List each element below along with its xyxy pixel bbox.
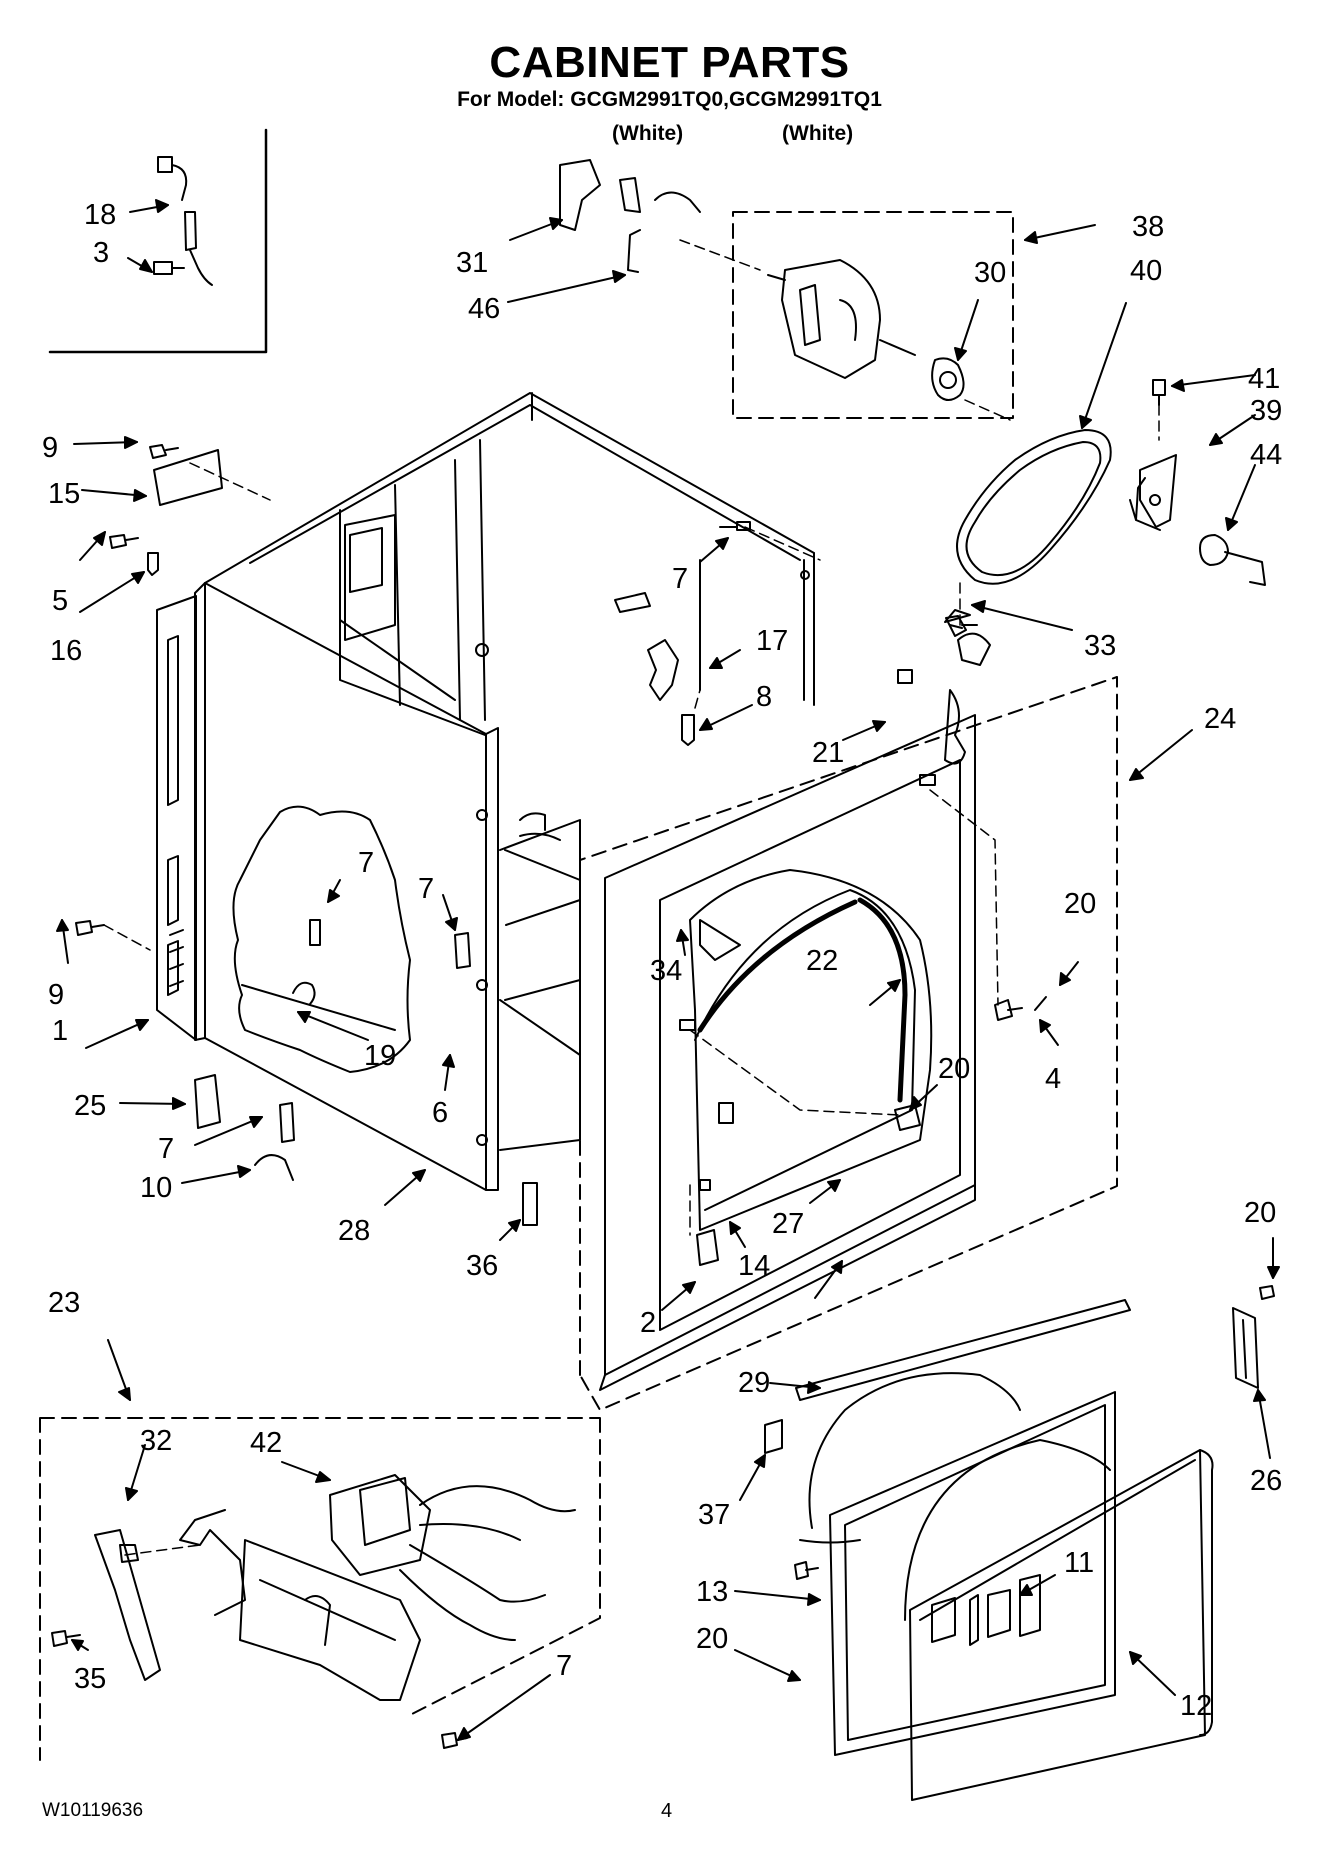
callout-4: 4 — [1045, 1063, 1061, 1095]
door-assembly — [764, 1299, 1259, 1801]
callout-20-front: 20 — [938, 1053, 970, 1085]
callout-29: 29 — [738, 1367, 770, 1399]
alignment-lines — [103, 239, 1160, 1556]
callout-32: 32 — [140, 1425, 172, 1457]
model-subtitle: For Model: GCGM2991TQ0,GCGM2991TQ1 — [457, 88, 882, 111]
callout-25: 25 — [74, 1090, 106, 1122]
callout-9-left: 9 — [48, 979, 64, 1011]
document-code: W10119636 — [42, 1800, 144, 1821]
callout-9-top: 9 — [42, 432, 58, 464]
callout-5: 5 — [52, 585, 68, 617]
cabinet-body — [156, 392, 815, 1191]
callout-21: 21 — [812, 737, 844, 769]
callout-44: 44 — [1250, 439, 1282, 471]
callout-30: 30 — [974, 257, 1006, 289]
callout-23: 23 — [48, 1287, 80, 1319]
callout-7-cutaway: 7 — [358, 847, 374, 879]
callout-36: 36 — [466, 1250, 498, 1282]
callout-3: 3 — [93, 237, 109, 269]
callout-7-base: 7 — [158, 1133, 174, 1165]
callout-24: 24 — [1204, 703, 1236, 735]
callout-27: 27 — [772, 1208, 804, 1240]
motor-assembly — [732, 211, 1014, 419]
callout-12: 12 — [1180, 1690, 1212, 1722]
callout-13: 13 — [696, 1576, 728, 1608]
callout-1: 1 — [52, 1015, 68, 1047]
callout-31: 31 — [456, 247, 488, 279]
callout-26: 26 — [1250, 1465, 1282, 1497]
callout-7-top: 7 — [672, 563, 688, 595]
front-panel-assembly — [579, 676, 1118, 1411]
inset-box — [48, 128, 268, 354]
callout-labels: 18 3 31 46 38 30 40 41 39 44 9 15 5 16 7… — [42, 199, 1282, 1722]
leader-lines — [56, 199, 1280, 1741]
callout-11: 11 — [1064, 1547, 1094, 1579]
small-hardware — [51, 159, 1275, 1749]
callout-19: 19 — [364, 1040, 396, 1072]
callout-40: 40 — [1130, 255, 1162, 287]
callout-14: 14 — [738, 1250, 770, 1282]
callout-41: 41 — [1248, 363, 1280, 395]
callout-33: 33 — [1084, 630, 1116, 662]
callout-20-door: 20 — [696, 1623, 728, 1655]
callout-34: 34 — [650, 955, 682, 987]
callout-22: 22 — [806, 945, 838, 977]
callout-37: 37 — [698, 1499, 730, 1531]
callout-6: 6 — [432, 1097, 448, 1129]
callout-46: 46 — [468, 293, 500, 325]
callout-42: 42 — [250, 1427, 282, 1459]
callout-39: 39 — [1250, 395, 1282, 427]
page-title: CABINET PARTS — [489, 38, 850, 87]
variant-label-1: (White) — [612, 122, 684, 145]
callout-38: 38 — [1132, 211, 1164, 243]
callout-20-hinge: 20 — [1244, 1197, 1276, 1229]
drive-belt — [956, 429, 1112, 585]
cutaway-region — [232, 805, 411, 1073]
callout-20-mid: 20 — [1064, 888, 1096, 920]
callout-7-side: 7 — [418, 873, 434, 905]
callout-15: 15 — [48, 478, 80, 510]
callout-28: 28 — [338, 1215, 370, 1247]
callout-18: 18 — [84, 199, 116, 231]
callout-17: 17 — [756, 625, 788, 657]
callout-8: 8 — [756, 681, 772, 713]
callout-16: 16 — [50, 635, 82, 667]
callout-35: 35 — [74, 1663, 106, 1695]
idler-assembly — [1129, 379, 1266, 586]
page-number: 4 — [661, 1800, 673, 1822]
variant-label-2: (White) — [782, 122, 854, 145]
gas-valve-assembly — [39, 1417, 601, 1761]
callout-7-valve: 7 — [556, 1650, 572, 1682]
callout-2: 2 — [640, 1307, 656, 1339]
callout-10: 10 — [140, 1172, 172, 1204]
